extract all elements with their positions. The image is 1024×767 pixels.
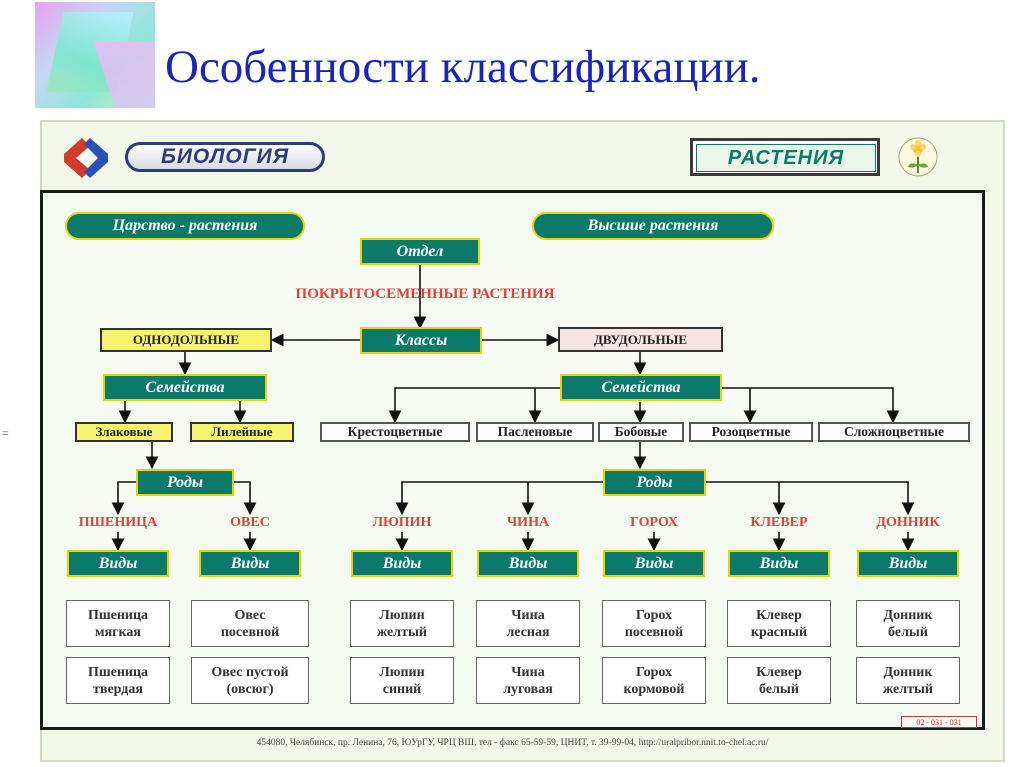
monocots-box: ОДНОДОЛЬНЫЕ	[100, 328, 272, 352]
poster-code: 02 - 031 - 031	[901, 716, 977, 728]
species-label: Виды	[477, 550, 579, 577]
family-grasses: Злаковые	[75, 422, 173, 442]
angiosperms-label: ПОКРЫТОСЕМЕННЫЕ РАСТЕНИЯ	[295, 286, 555, 302]
subject-badge: РАСТЕНИЯ	[690, 138, 880, 176]
family-nightshade: Пасленовые	[476, 422, 594, 442]
classes-box: Классы	[360, 327, 482, 354]
species-box: Клевер белый	[727, 657, 831, 704]
species-label: Виды	[351, 550, 453, 577]
species-label: Виды	[603, 550, 705, 577]
family-lilies: Лилейные	[190, 422, 294, 442]
brand-badge: БИОЛОГИЯ	[125, 142, 325, 172]
family-composite: Сложноцветные	[818, 422, 970, 442]
genus-lupine: ЛЮПИН	[372, 515, 432, 530]
left-mark: =	[2, 426, 9, 440]
genus-wheat: ПШЕНИЦА	[78, 515, 158, 530]
logo-icon	[64, 138, 108, 178]
species-box: Донник белый	[856, 600, 960, 647]
family-cruciferous: Крестоцветные	[320, 422, 470, 442]
genus-clover: КЛЕВЕР	[750, 515, 808, 530]
family-legumes: Бобовые	[598, 422, 684, 442]
division-box: Отдел	[360, 238, 480, 265]
species-label: Виды	[67, 550, 169, 577]
families-left-box: Семейства	[103, 374, 267, 401]
species-box: Овес пустой (овсюг)	[191, 657, 309, 704]
species-label: Виды	[857, 550, 959, 577]
families-right-box: Семейства	[560, 374, 722, 401]
species-box: Пшеница мягкая	[66, 600, 170, 647]
species-box: Донник желтый	[856, 657, 960, 704]
genus-vetchling: ЧИНА	[506, 515, 550, 530]
flower-icon	[898, 137, 938, 177]
species-label: Виды	[728, 550, 830, 577]
genera-left-box: Роды	[136, 469, 234, 496]
species-box: Овес посевной	[191, 600, 309, 647]
higher-plants-label: Высшие растения	[532, 212, 774, 240]
decorative-gradient	[35, 2, 155, 108]
genus-pea: ГОРОХ	[630, 515, 678, 530]
species-box: Люпин синий	[350, 657, 454, 704]
slide-title: Особенности классификации.	[165, 41, 761, 93]
species-label: Виды	[199, 550, 301, 577]
genus-sweet-clover: ДОННИК	[876, 515, 940, 530]
species-box: Клевер красный	[727, 600, 831, 647]
species-box: Чина лесная	[476, 600, 580, 647]
species-box: Горох посевной	[602, 600, 706, 647]
species-box: Пшеница твердая	[66, 657, 170, 704]
subject-label: РАСТЕНИЯ	[696, 144, 876, 172]
kingdom-label: Царство - растения	[65, 212, 305, 240]
species-box: Люпин желтый	[350, 600, 454, 647]
footer-address: 454080, Челябинск, пр. Ленина, 76, ЮУрГУ…	[256, 738, 769, 748]
family-rose: Розоцветные	[689, 422, 813, 442]
genera-right-box: Роды	[603, 469, 706, 496]
genus-oats: ОВЕС	[230, 515, 270, 530]
dicots-box: ДВУДОЛЬНЫЕ	[558, 327, 723, 352]
species-box: Чина луговая	[476, 657, 580, 704]
species-box: Горох кормовой	[602, 657, 706, 704]
